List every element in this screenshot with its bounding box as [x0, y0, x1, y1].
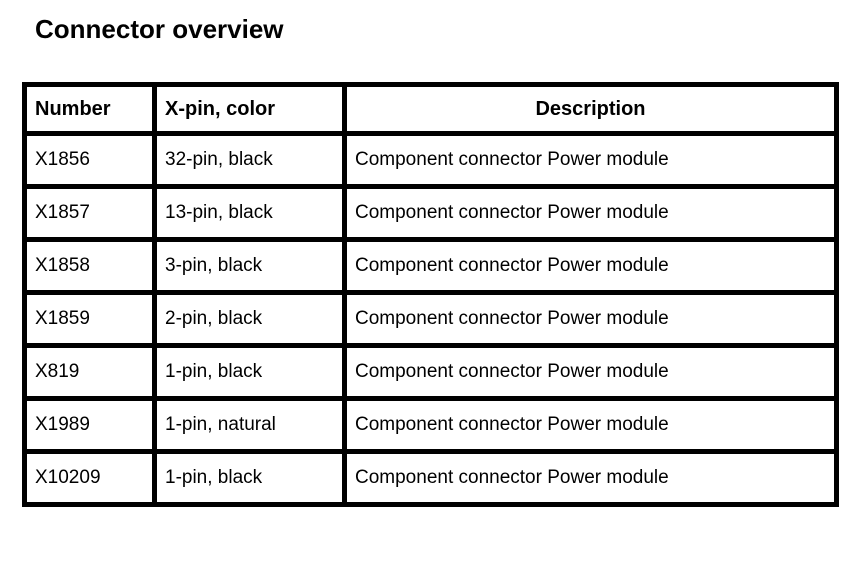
connector-table-container: Number X-pin, color Description X1856 32… — [22, 82, 839, 507]
cell-number: X1859 — [22, 290, 157, 348]
table-row: X10209 1-pin, black Component connector … — [22, 449, 839, 507]
cell-xpin: 32-pin, black — [152, 131, 347, 189]
cell-description: Component connector Power module — [342, 396, 839, 454]
column-header-xpin: X-pin, color — [152, 82, 347, 136]
table-row: X1859 2-pin, black Component connector P… — [22, 290, 839, 348]
table-row: X819 1-pin, black Component connector Po… — [22, 343, 839, 401]
column-header-description: Description — [342, 82, 839, 136]
cell-number: X10209 — [22, 449, 157, 507]
cell-description: Component connector Power module — [342, 131, 839, 189]
cell-xpin: 1-pin, black — [152, 343, 347, 401]
table-row: X1989 1-pin, natural Component connector… — [22, 396, 839, 454]
cell-xpin: 1-pin, natural — [152, 396, 347, 454]
cell-description: Component connector Power module — [342, 290, 839, 348]
cell-xpin: 3-pin, black — [152, 237, 347, 295]
table-header-row: Number X-pin, color Description — [22, 82, 839, 136]
cell-number: X1856 — [22, 131, 157, 189]
cell-description: Component connector Power module — [342, 237, 839, 295]
table-row: X1858 3-pin, black Component connector P… — [22, 237, 839, 295]
cell-description: Component connector Power module — [342, 184, 839, 242]
cell-number: X1858 — [22, 237, 157, 295]
table-row: X1856 32-pin, black Component connector … — [22, 131, 839, 189]
page-title: Connector overview — [35, 14, 284, 44]
table-body: X1856 32-pin, black Component connector … — [22, 131, 839, 507]
cell-number: X819 — [22, 343, 157, 401]
column-header-number: Number — [22, 82, 157, 136]
cell-number: X1857 — [22, 184, 157, 242]
cell-description: Component connector Power module — [342, 449, 839, 507]
cell-xpin: 2-pin, black — [152, 290, 347, 348]
cell-xpin: 13-pin, black — [152, 184, 347, 242]
table-header: Number X-pin, color Description — [22, 82, 839, 136]
cell-number: X1989 — [22, 396, 157, 454]
cell-description: Component connector Power module — [342, 343, 839, 401]
connector-overview-table: Number X-pin, color Description X1856 32… — [22, 82, 839, 507]
cell-xpin: 1-pin, black — [152, 449, 347, 507]
table-row: X1857 13-pin, black Component connector … — [22, 184, 839, 242]
